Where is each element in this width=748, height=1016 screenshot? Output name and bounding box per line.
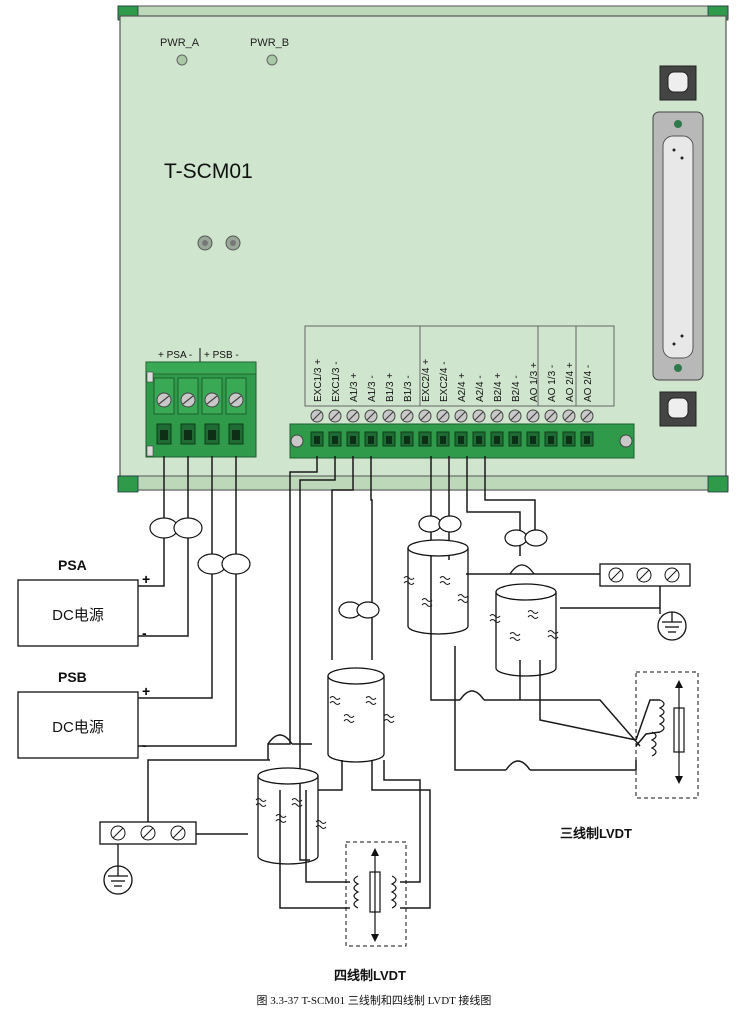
figure-caption: 图 3.3-37 T-SCM01 三线制和四线制 LVDT 接线图 — [257, 993, 492, 1007]
terminal-label: AO 1/3 + — [529, 362, 540, 402]
db-connector-icon — [652, 65, 704, 427]
terminal-label: AO 2/4 + — [565, 362, 576, 402]
ground-terminal-bar-right — [599, 563, 691, 587]
psa-plus: + — [142, 571, 150, 587]
psb-plus: + — [142, 683, 150, 699]
terminal-label: AO 1/3 - — [547, 365, 558, 402]
terminal-label: AO 2/4 - — [583, 365, 594, 402]
twist-ring-icon — [438, 515, 462, 533]
four-wire-lvdt-icon — [345, 841, 407, 947]
psb-minus: - — [142, 737, 147, 753]
ground-icon — [103, 865, 133, 895]
twist-ring-icon — [418, 515, 442, 533]
terminal-label: B1/3 + — [385, 373, 396, 402]
terminal-label: A2/4 - — [475, 375, 486, 402]
led-pwr-b — [266, 54, 278, 66]
led-pwr-a — [176, 54, 188, 66]
cable-shield-three-wire-left — [403, 539, 469, 635]
three-wire-wiring — [430, 456, 661, 771]
power-group-label-psb: + PSB - — [204, 350, 239, 361]
cable-shield-four-wire-lower — [255, 767, 327, 865]
psa-box-label: DC电源 — [52, 607, 104, 624]
three-wire-lvdt-icon — [635, 671, 699, 799]
psa-box — [17, 579, 139, 647]
three-wire-lvdt-label: 三线制LVDT — [560, 826, 632, 841]
four-wire-lvdt-label: 四线制LVDT — [334, 968, 406, 983]
terminal-label: EXC2/4 + — [421, 359, 432, 402]
twist-ring-icon — [504, 529, 528, 547]
signal-terminal-cells — [310, 409, 594, 447]
terminal-label-panel — [304, 325, 615, 407]
terminal-label: EXC1/3 - — [331, 361, 342, 402]
cable-shield-four-wire-upper — [327, 667, 395, 763]
terminal-label: B2/4 - — [511, 375, 522, 402]
psa-label: PSA — [58, 557, 87, 573]
terminal-label: B2/4 + — [493, 373, 504, 402]
power-group-label-psa: + PSA - — [158, 350, 192, 361]
twist-ring-icon — [524, 529, 548, 547]
psb-box-label: DC电源 — [52, 719, 104, 736]
ground-icon — [657, 608, 687, 641]
terminal-label: EXC1/3 + — [313, 359, 324, 402]
terminal-label: B1/3 - — [403, 375, 414, 402]
terminal-label: EXC2/4 - — [439, 361, 450, 402]
module-title: T-SCM01 — [164, 160, 253, 183]
led-label-pwr-a: PWR_A — [160, 37, 200, 49]
four-wire-wiring — [147, 456, 431, 909]
terminal-labels: EXC1/3 + EXC1/3 - A1/3 + A1/3 - B1/3 + B1/3 -… — [313, 359, 594, 402]
twist-ring-icon — [356, 601, 380, 619]
led-label-pwr-b: PWR_B — [250, 37, 289, 49]
power-terminal-cells — [153, 377, 247, 445]
mounting-screw-icon — [197, 235, 241, 251]
psb-box — [17, 691, 139, 759]
terminal-label: A1/3 - — [367, 375, 378, 402]
power-wires — [138, 456, 251, 747]
terminal-label: A1/3 + — [349, 373, 360, 402]
ground-terminal-bar-left — [99, 821, 197, 866]
psb-label: PSB — [58, 669, 87, 685]
psa-minus: - — [142, 625, 147, 641]
terminal-label: A2/4 + — [457, 373, 468, 402]
cable-shield-three-wire-right — [489, 564, 559, 677]
